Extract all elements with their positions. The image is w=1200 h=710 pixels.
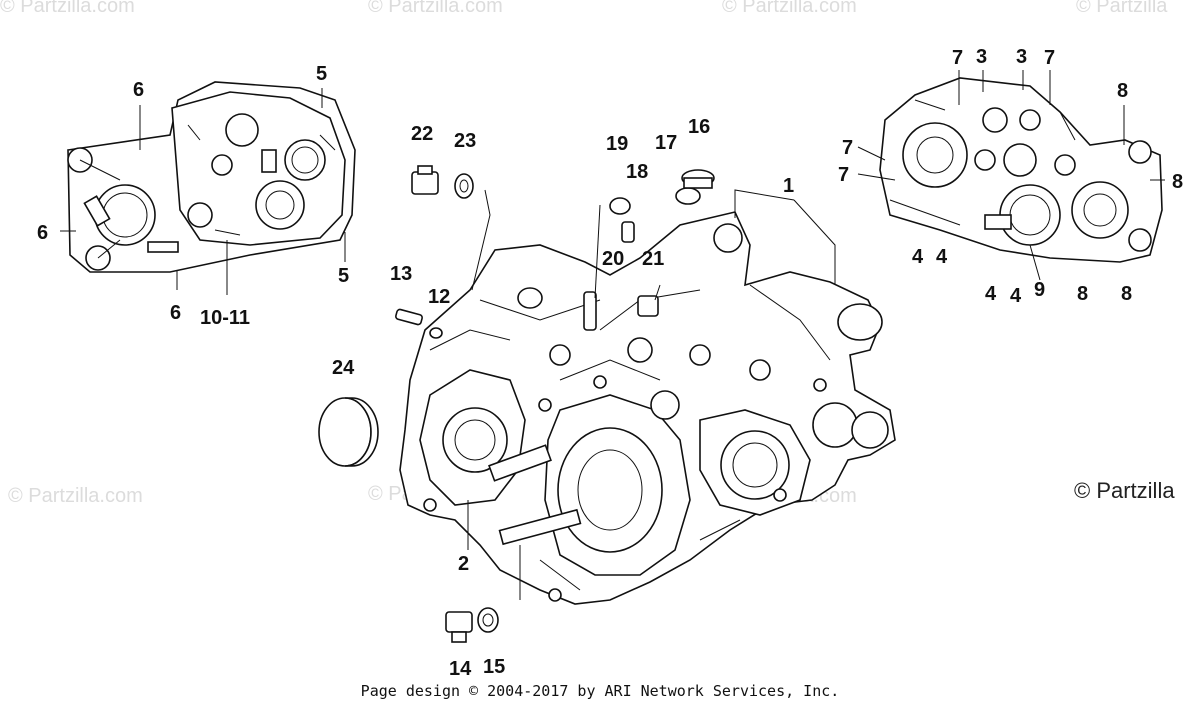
callout-18: 18 <box>626 161 648 183</box>
callout-4b: 4 <box>936 246 948 268</box>
watermark-top-3: © Partzilla.com <box>722 0 857 17</box>
main-crankcase <box>399 211 896 605</box>
callout-17: 17 <box>655 132 677 154</box>
callout-15: 15 <box>483 656 505 678</box>
callout-12: 12 <box>428 286 450 308</box>
callout-22: 22 <box>411 123 433 145</box>
callout-7a: 7 <box>952 47 963 69</box>
callout-8b: 8 <box>1172 171 1183 193</box>
right-crankcase-cover <box>879 77 1163 263</box>
callout-19: 19 <box>606 133 628 155</box>
callout-14: 14 <box>449 658 472 680</box>
callout-9: 9 <box>1034 279 1045 301</box>
callout-5b: 5 <box>338 265 349 287</box>
callout-6a: 6 <box>133 79 144 101</box>
callout-5a: 5 <box>316 63 327 85</box>
callout-4a: 4 <box>912 246 924 268</box>
callout-labels: 1 2 3 3 4 4 4 4 5 5 6 6 6 7 7 7 7 8 8 8 … <box>37 46 1183 680</box>
copyright-text: © Partzilla <box>1074 478 1175 503</box>
callout-21: 21 <box>642 248 664 270</box>
callout-8a: 8 <box>1117 80 1128 102</box>
callout-13: 13 <box>390 263 412 285</box>
callout-8d: 8 <box>1121 283 1132 305</box>
callout-16: 16 <box>688 116 710 138</box>
callout-4c: 4 <box>985 283 997 305</box>
callout-4d: 4 <box>1010 285 1022 307</box>
watermark-top-4: © Partzilla <box>1076 0 1168 17</box>
callout-7c: 7 <box>842 137 853 159</box>
page-footer: Page design © 2004-2017 by ARI Network S… <box>360 682 840 700</box>
leader-lines <box>60 70 1165 600</box>
callout-3a: 3 <box>976 46 987 68</box>
left-crankcase-cover <box>67 81 356 273</box>
callout-2: 2 <box>458 553 469 575</box>
callout-7b: 7 <box>1044 47 1055 69</box>
callout-8c: 8 <box>1077 283 1088 305</box>
watermark-top-2: © Partzilla.com <box>368 0 503 17</box>
callout-10-11: 10-11 <box>200 307 250 329</box>
watermark-top-1: © Partzilla.com <box>0 0 135 17</box>
callout-1: 1 <box>783 175 794 197</box>
callout-6b: 6 <box>37 222 48 244</box>
callout-24: 24 <box>332 357 355 379</box>
watermark-mid-1: © Partzilla.com <box>8 485 143 507</box>
callout-23: 23 <box>454 130 476 152</box>
callout-20: 20 <box>602 248 624 270</box>
callout-7d: 7 <box>838 164 849 186</box>
callout-3b: 3 <box>1016 46 1027 68</box>
callout-6c: 6 <box>170 302 181 324</box>
small-parts <box>318 165 715 643</box>
